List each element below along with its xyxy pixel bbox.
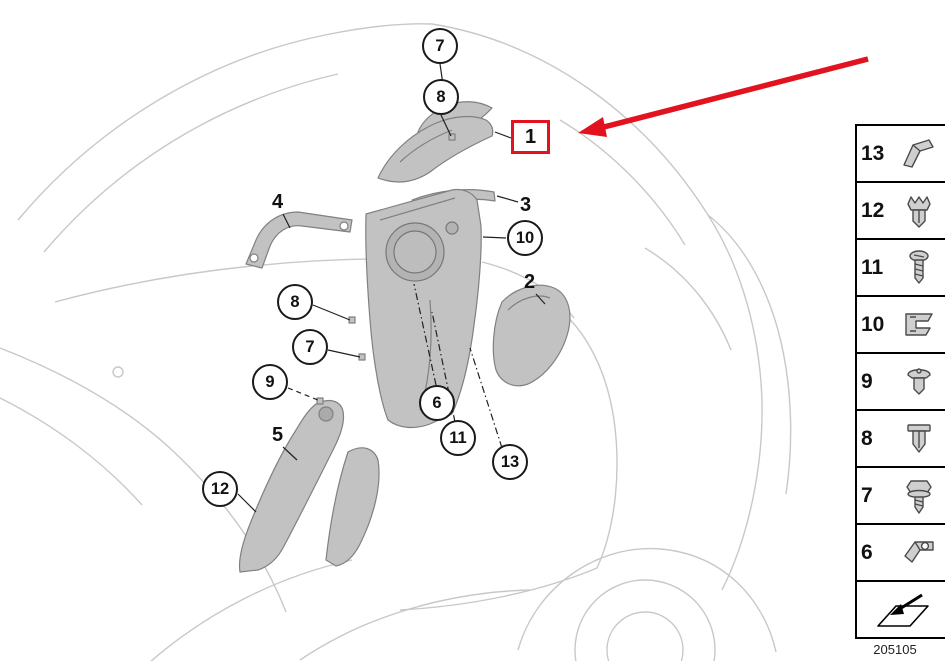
windshield-inner-line bbox=[43, 73, 339, 253]
leader-line bbox=[237, 493, 257, 513]
car-outline bbox=[0, 23, 792, 661]
pointer-arrow-head bbox=[578, 117, 607, 137]
callout-8-left[interactable]: 8 bbox=[277, 284, 313, 320]
leader-line bbox=[535, 293, 546, 305]
part-label-2[interactable]: 2 bbox=[524, 271, 536, 293]
scuttle-trim-part bbox=[377, 115, 494, 183]
legend-number: 10 bbox=[861, 312, 885, 336]
legend-footer-cell bbox=[857, 582, 945, 639]
callout-7-top[interactable]: 7 bbox=[422, 28, 458, 64]
windshield-outer-line bbox=[17, 23, 433, 221]
diagram-part-code: 205105 bbox=[873, 642, 917, 657]
rear-deck-line bbox=[707, 214, 792, 495]
part-label-3[interactable]: 3 bbox=[520, 194, 532, 216]
clip-detail bbox=[448, 133, 456, 141]
fastener-legend: 13 12 11 bbox=[855, 124, 945, 639]
legend-item-13[interactable]: 13 bbox=[857, 126, 945, 183]
leader-line bbox=[482, 236, 507, 239]
leader-lines bbox=[237, 63, 546, 513]
leader-line-dashed bbox=[287, 387, 319, 401]
leader-line bbox=[282, 446, 298, 461]
legend-number: 11 bbox=[861, 255, 884, 279]
rear-window-line bbox=[559, 119, 686, 246]
front-inner-line bbox=[0, 397, 143, 506]
legend-number: 12 bbox=[861, 198, 885, 222]
callout-13[interactable]: 13 bbox=[492, 444, 528, 480]
callout-11[interactable]: 11 bbox=[440, 420, 476, 456]
side-panel-detail-line bbox=[507, 295, 551, 311]
screw-icon bbox=[896, 247, 942, 289]
tweeter-opening bbox=[445, 221, 459, 235]
part-label-5[interactable]: 5 bbox=[272, 424, 284, 446]
leader-line bbox=[327, 349, 361, 358]
pillar-trim-part-5 bbox=[238, 399, 345, 573]
leader-line bbox=[496, 195, 519, 203]
legend-number: 13 bbox=[861, 141, 885, 165]
lower-trim-wedge bbox=[325, 447, 380, 567]
legend-number: 6 bbox=[861, 540, 873, 564]
pillar-trim-hole bbox=[318, 406, 334, 422]
roofline bbox=[431, 23, 763, 591]
leader-line bbox=[494, 131, 512, 139]
leader-line bbox=[440, 114, 452, 137]
door-lock-detail bbox=[112, 366, 124, 378]
side-panel-part-2 bbox=[492, 284, 571, 387]
rocker-line bbox=[299, 589, 531, 661]
viewing-direction-icon bbox=[870, 588, 934, 632]
clip-detail bbox=[316, 397, 324, 405]
legend-item-8[interactable]: 8 bbox=[857, 411, 945, 468]
callout-9[interactable]: 9 bbox=[252, 364, 288, 400]
expansion-rivet-icon bbox=[896, 418, 942, 460]
trim-clip-icon bbox=[896, 133, 942, 175]
part-label-4[interactable]: 4 bbox=[272, 191, 284, 213]
callout-8-top[interactable]: 8 bbox=[423, 79, 459, 115]
clip-nut-icon bbox=[896, 532, 942, 574]
trim-parts bbox=[238, 101, 571, 573]
rear-quarter-crease bbox=[644, 247, 732, 351]
clamp-icon bbox=[896, 304, 942, 346]
callout-7-left[interactable]: 7 bbox=[292, 329, 328, 365]
door-outline bbox=[399, 301, 618, 611]
highlighted-part-1-box[interactable]: 1 bbox=[511, 120, 550, 154]
wheel-arch bbox=[517, 547, 777, 653]
bracket-part-4 bbox=[245, 211, 353, 269]
legend-item-10[interactable]: 10 bbox=[857, 297, 945, 354]
lower-sill-line bbox=[150, 559, 353, 661]
leader-line bbox=[312, 304, 351, 321]
bracket-hole bbox=[249, 253, 259, 263]
callout-12[interactable]: 12 bbox=[202, 471, 238, 507]
expanding-nut-icon bbox=[896, 190, 942, 232]
leader-line-dashdot bbox=[469, 347, 503, 449]
callout-10[interactable]: 10 bbox=[507, 220, 543, 256]
legend-item-9[interactable]: 9 bbox=[857, 354, 945, 411]
legend-number: 8 bbox=[861, 426, 873, 450]
legend-item-12[interactable]: 12 bbox=[857, 183, 945, 240]
push-rivet-icon bbox=[896, 361, 942, 403]
callout-6[interactable]: 6 bbox=[419, 385, 455, 421]
hex-screw-icon bbox=[896, 475, 942, 517]
legend-item-11[interactable]: 11 bbox=[857, 240, 945, 297]
leader-line bbox=[282, 213, 291, 229]
bracket-hole bbox=[339, 221, 349, 231]
quarter-panel-flange-line bbox=[379, 197, 456, 221]
pointer-arrow-shaft bbox=[599, 56, 869, 131]
rear-wheel-outer bbox=[574, 579, 716, 661]
pointer-arrow bbox=[578, 56, 869, 137]
rear-wheel-inner bbox=[606, 611, 684, 661]
legend-item-7[interactable]: 7 bbox=[857, 468, 945, 525]
leader-line-dashdot bbox=[413, 283, 437, 386]
front-lower-line bbox=[0, 347, 287, 613]
scuttle-trim-detail-line bbox=[399, 129, 453, 163]
legend-number: 7 bbox=[861, 483, 873, 507]
speaker-inner-ring bbox=[393, 230, 437, 274]
legend-item-6[interactable]: 6 bbox=[857, 525, 945, 582]
legend-number: 9 bbox=[861, 369, 873, 393]
